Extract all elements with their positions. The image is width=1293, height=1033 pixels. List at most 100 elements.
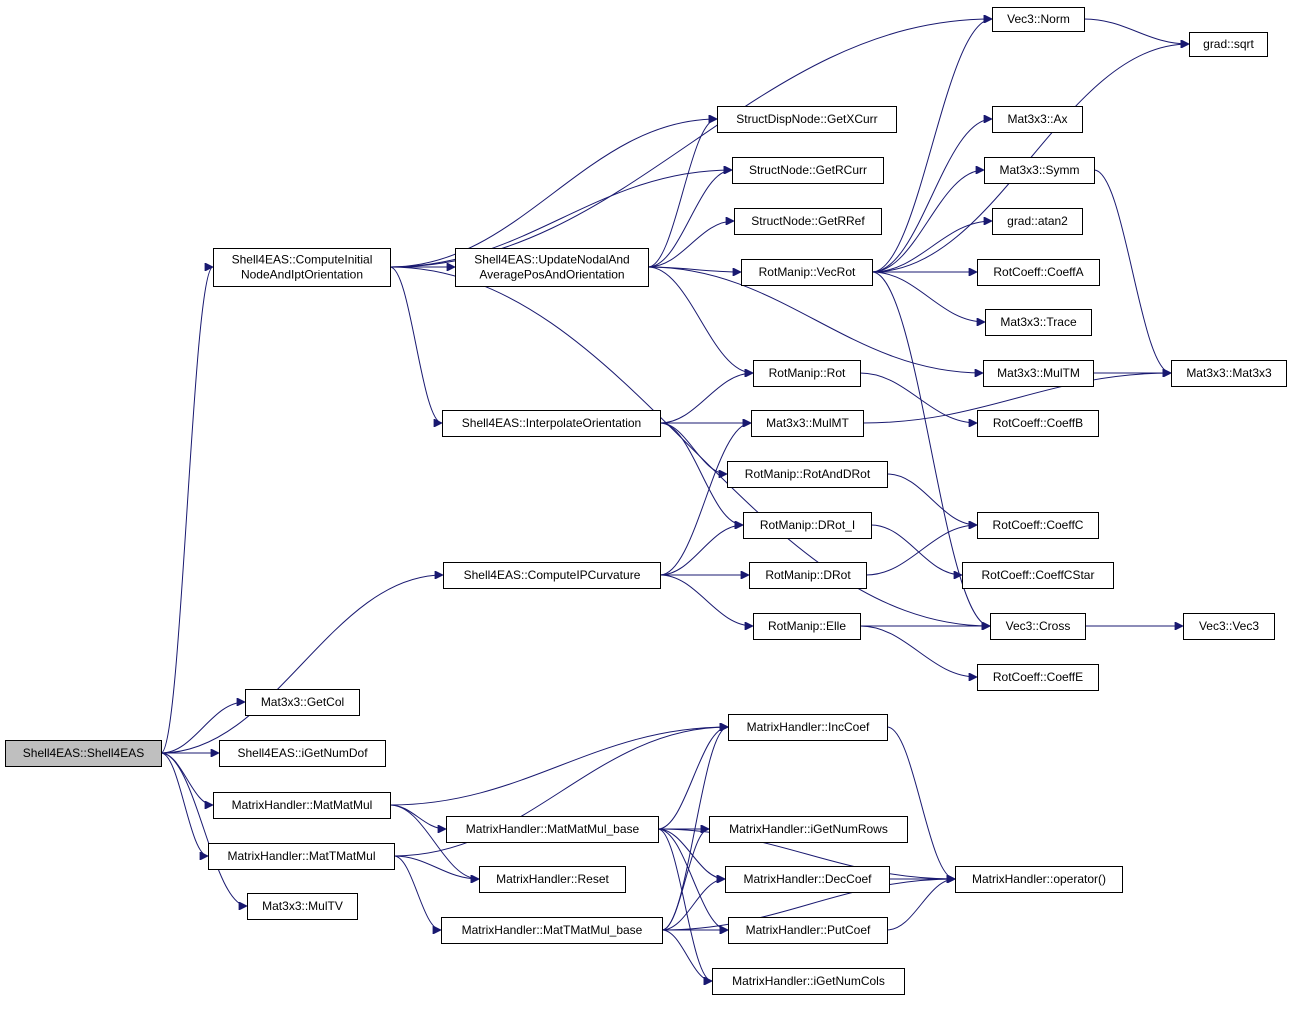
node-mat3x3-mat3x3[interactable]: Mat3x3::Mat3x3 bbox=[1171, 360, 1287, 387]
node-label-mh-mattmatmul-base-0: MatrixHandler::MatTMatMul_base bbox=[462, 923, 643, 937]
node-box-rotmanip-drot[interactable] bbox=[749, 562, 867, 589]
edge-rotmanip-vecrot-to-vec3-cross bbox=[871, 271, 990, 626]
node-mat3x3-ax[interactable]: Mat3x3::Ax bbox=[992, 106, 1083, 133]
node-box-mat3x3-symm[interactable] bbox=[984, 157, 1095, 184]
node-mh-matmatmul[interactable]: MatrixHandler::MatMatMul bbox=[213, 792, 391, 819]
node-box-rotmanip-vecrot[interactable] bbox=[741, 259, 873, 286]
node-rotmanip-drot[interactable]: RotManip::DRot bbox=[749, 562, 867, 589]
node-box-mh-igetnumcols[interactable] bbox=[712, 968, 905, 995]
node-mh-matmatmul-base[interactable]: MatrixHandler::MatMatMul_base bbox=[446, 816, 659, 843]
node-mat3x3-symm[interactable]: Mat3x3::Symm bbox=[984, 157, 1095, 184]
node-box-mh-matmatmul-base[interactable] bbox=[446, 816, 659, 843]
node-box-mh-igetnumrows[interactable] bbox=[709, 816, 908, 843]
edge-rotmanip-vecrot-to-grad-atan2 bbox=[871, 221, 992, 273]
node-box-structdisp-getxcurr[interactable] bbox=[717, 106, 897, 133]
node-rotcoeff-coeffc[interactable]: RotCoeff::CoeffC bbox=[977, 512, 1099, 539]
node-box-interpolate-orientation[interactable] bbox=[442, 410, 661, 437]
node-box-mh-mattmatmul[interactable] bbox=[208, 843, 395, 870]
node-label-mat3x3-multm-0: Mat3x3::MulTM bbox=[997, 366, 1080, 380]
node-box-shell4eas-igetnumdof[interactable] bbox=[219, 740, 386, 767]
node-box-shell4eas[interactable] bbox=[5, 740, 162, 767]
edge-compute-initial-to-interpolate-orientation bbox=[389, 266, 442, 423]
node-box-vec3-norm[interactable] bbox=[992, 7, 1085, 32]
node-box-rotcoeff-coeffe[interactable] bbox=[977, 664, 1099, 691]
node-box-mh-mattmatmul-base[interactable] bbox=[441, 917, 663, 944]
node-rotcoeff-coeffcstar[interactable]: RotCoeff::CoeffCStar bbox=[962, 562, 1114, 589]
node-compute-initial[interactable]: Shell4EAS::ComputeInitialNodeAndIptOrien… bbox=[213, 248, 391, 287]
node-box-structnode-getrref[interactable] bbox=[734, 208, 882, 235]
node-box-mat3x3-ax[interactable] bbox=[992, 106, 1083, 133]
node-vec3-norm[interactable]: Vec3::Norm bbox=[992, 7, 1085, 32]
node-rotmanip-vecrot[interactable]: RotManip::VecRot bbox=[741, 259, 873, 286]
nodes-layer: Shell4EAS::Shell4EAS Shell4EAS::ComputeIn… bbox=[5, 7, 1287, 995]
node-label-vec3-norm-0: Vec3::Norm bbox=[1007, 12, 1070, 26]
node-box-rotcoeff-coeffcstar[interactable] bbox=[962, 562, 1114, 589]
node-mh-mattmatmul-base[interactable]: MatrixHandler::MatTMatMul_base bbox=[441, 917, 663, 944]
node-box-compute-initial[interactable] bbox=[213, 248, 391, 287]
node-box-rotcoeff-coeffb[interactable] bbox=[977, 410, 1099, 437]
node-mh-inccoef[interactable]: MatrixHandler::IncCoef bbox=[728, 714, 888, 741]
node-box-update-nodal[interactable] bbox=[455, 248, 649, 287]
node-mh-deccoef[interactable]: MatrixHandler::DecCoef bbox=[725, 866, 890, 893]
node-mh-reset[interactable]: MatrixHandler::Reset bbox=[479, 866, 626, 893]
node-box-compute-ip-curvature[interactable] bbox=[443, 562, 661, 589]
node-box-vec3-vec3[interactable] bbox=[1183, 613, 1275, 640]
node-box-rotmanip-elle[interactable] bbox=[753, 613, 861, 640]
node-mat3x3-multv[interactable]: Mat3x3::MulTV bbox=[247, 893, 358, 920]
node-mh-putcoef[interactable]: MatrixHandler::PutCoef bbox=[728, 917, 888, 944]
node-compute-ip-curvature[interactable]: Shell4EAS::ComputeIPCurvature bbox=[443, 562, 661, 589]
node-rotmanip-rotanddrot[interactable]: RotManip::RotAndDRot bbox=[727, 461, 888, 488]
node-mat3x3-getcol[interactable]: Mat3x3::GetCol bbox=[245, 689, 360, 716]
node-shell4eas-igetnumdof[interactable]: Shell4EAS::iGetNumDof bbox=[219, 740, 386, 767]
node-label-interpolate-orientation-0: Shell4EAS::InterpolateOrientation bbox=[462, 416, 641, 430]
node-rotmanip-rot[interactable]: RotManip::Rot bbox=[753, 360, 861, 387]
node-box-grad-sqrt[interactable] bbox=[1189, 32, 1268, 57]
node-rotcoeff-coeffe[interactable]: RotCoeff::CoeffE bbox=[977, 664, 1099, 691]
node-label-mat3x3-symm-0: Mat3x3::Symm bbox=[999, 163, 1079, 177]
node-structnode-getrref[interactable]: StructNode::GetRRef bbox=[734, 208, 882, 235]
node-mat3x3-mulmt[interactable]: Mat3x3::MulMT bbox=[751, 410, 864, 437]
node-vec3-cross[interactable]: Vec3::Cross bbox=[990, 613, 1086, 640]
node-box-mh-reset[interactable] bbox=[479, 866, 626, 893]
node-box-grad-atan2[interactable] bbox=[992, 208, 1083, 235]
node-box-rotmanip-rotanddrot[interactable] bbox=[727, 461, 888, 488]
node-rotcoeff-coeffa[interactable]: RotCoeff::CoeffA bbox=[977, 259, 1100, 286]
node-box-vec3-cross[interactable] bbox=[990, 613, 1086, 640]
node-box-mat3x3-multm[interactable] bbox=[983, 360, 1094, 387]
node-box-rotcoeff-coeffa[interactable] bbox=[977, 259, 1100, 286]
node-grad-atan2[interactable]: grad::atan2 bbox=[992, 208, 1083, 235]
node-box-mat3x3-trace[interactable] bbox=[985, 309, 1092, 336]
node-label-rotcoeff-coeffa-0: RotCoeff::CoeffA bbox=[993, 265, 1083, 279]
node-interpolate-orientation[interactable]: Shell4EAS::InterpolateOrientation bbox=[442, 410, 661, 437]
node-structdisp-getxcurr[interactable]: StructDispNode::GetXCurr bbox=[717, 106, 897, 133]
node-mat3x3-multm[interactable]: Mat3x3::MulTM bbox=[983, 360, 1094, 387]
node-label-grad-atan2-0: grad::atan2 bbox=[1007, 214, 1068, 228]
node-box-rotmanip-rot[interactable] bbox=[753, 360, 861, 387]
node-grad-sqrt[interactable]: grad::sqrt bbox=[1189, 32, 1268, 57]
node-box-mat3x3-multv[interactable] bbox=[247, 893, 358, 920]
node-rotcoeff-coeffb[interactable]: RotCoeff::CoeffB bbox=[977, 410, 1099, 437]
node-mh-mattmatmul[interactable]: MatrixHandler::MatTMatMul bbox=[208, 843, 395, 870]
node-update-nodal[interactable]: Shell4EAS::UpdateNodalAndAveragePosAndOr… bbox=[455, 248, 649, 287]
node-box-structnode-getrcurr[interactable] bbox=[732, 157, 884, 184]
node-box-mat3x3-mat3x3[interactable] bbox=[1171, 360, 1287, 387]
node-vec3-vec3[interactable]: Vec3::Vec3 bbox=[1183, 613, 1275, 640]
node-mat3x3-trace[interactable]: Mat3x3::Trace bbox=[985, 309, 1092, 336]
node-structnode-getrcurr[interactable]: StructNode::GetRCurr bbox=[732, 157, 884, 184]
node-label-structnode-getrcurr-0: StructNode::GetRCurr bbox=[749, 163, 867, 177]
node-box-mat3x3-getcol[interactable] bbox=[245, 689, 360, 716]
node-shell4eas[interactable]: Shell4EAS::Shell4EAS bbox=[5, 740, 162, 767]
node-box-mh-operator[interactable] bbox=[955, 866, 1123, 893]
node-rotmanip-elle[interactable]: RotManip::Elle bbox=[753, 613, 861, 640]
node-mh-igetnumrows[interactable]: MatrixHandler::iGetNumRows bbox=[709, 816, 908, 843]
node-rotmanip-drot-i[interactable]: RotManip::DRot_I bbox=[743, 512, 872, 539]
node-box-mh-inccoef[interactable] bbox=[728, 714, 888, 741]
node-box-mh-deccoef[interactable] bbox=[725, 866, 890, 893]
node-box-rotcoeff-coeffc[interactable] bbox=[977, 512, 1099, 539]
node-mh-operator[interactable]: MatrixHandler::operator() bbox=[955, 866, 1123, 893]
node-box-mat3x3-mulmt[interactable] bbox=[751, 410, 864, 437]
node-mh-igetnumcols[interactable]: MatrixHandler::iGetNumCols bbox=[712, 968, 905, 995]
node-box-mh-putcoef[interactable] bbox=[728, 917, 888, 944]
node-box-rotmanip-drot-i[interactable] bbox=[743, 512, 872, 539]
node-box-mh-matmatmul[interactable] bbox=[213, 792, 391, 819]
